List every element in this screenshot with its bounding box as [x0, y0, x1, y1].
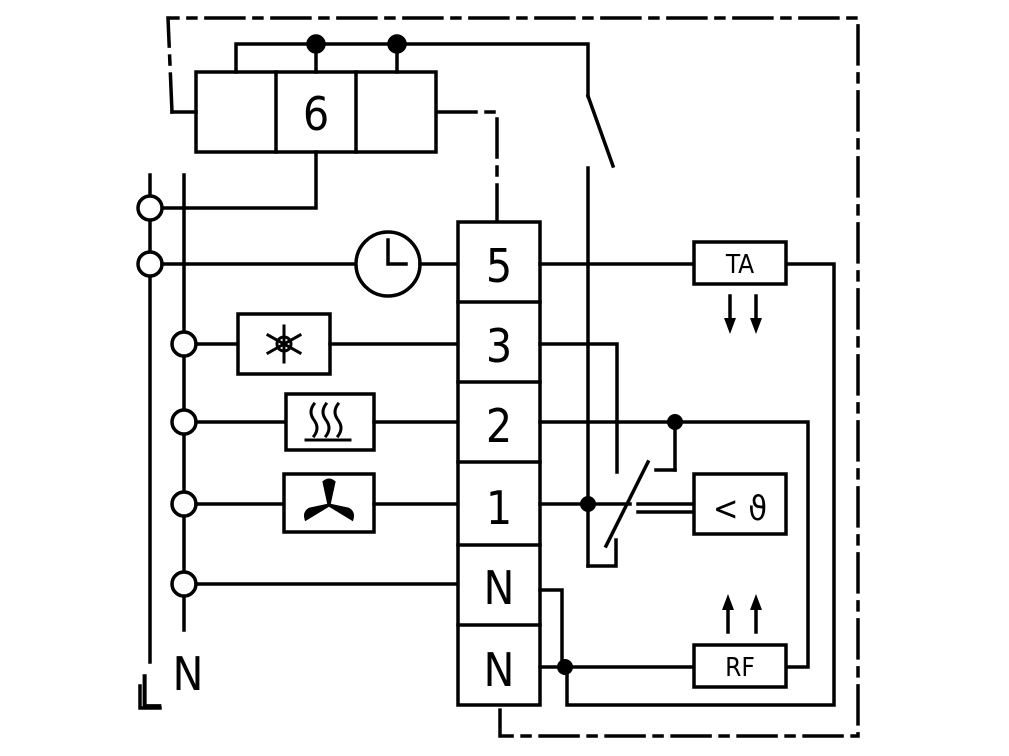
mains-neutral-label: N	[173, 647, 204, 701]
fan-icon	[194, 472, 460, 534]
terminal-circles	[136, 194, 198, 598]
junction-dots	[557, 414, 683, 675]
down-arrows-icon	[724, 294, 762, 334]
terminal-n2-label: N	[484, 643, 515, 697]
snowflake-icon	[194, 312, 460, 376]
terminal-5-label: 5	[486, 239, 512, 293]
terminal-1-label: 1	[486, 481, 512, 535]
mains-l-text: L	[138, 665, 161, 719]
terminal-block	[456, 220, 542, 707]
terminal-3-label: 3	[486, 319, 512, 373]
ta-component	[692, 240, 788, 334]
ta-label: TA	[725, 250, 754, 280]
clock-icon	[160, 230, 460, 298]
mains-lines	[138, 173, 186, 710]
up-arrows-icon	[722, 594, 762, 634]
enclosure-boundary	[166, 16, 860, 738]
rf-component	[692, 594, 788, 689]
heat-waves-icon	[194, 392, 460, 452]
terminal-2-label: 2	[486, 399, 512, 453]
relay-block	[148, 34, 616, 568]
sensor-label: < ϑ	[713, 489, 767, 529]
relay-label: 6	[303, 87, 329, 141]
rf-label: RF	[725, 653, 755, 683]
terminal-n1-label: N	[484, 561, 515, 615]
sensor-component	[692, 472, 788, 536]
right-wiring	[538, 262, 836, 707]
